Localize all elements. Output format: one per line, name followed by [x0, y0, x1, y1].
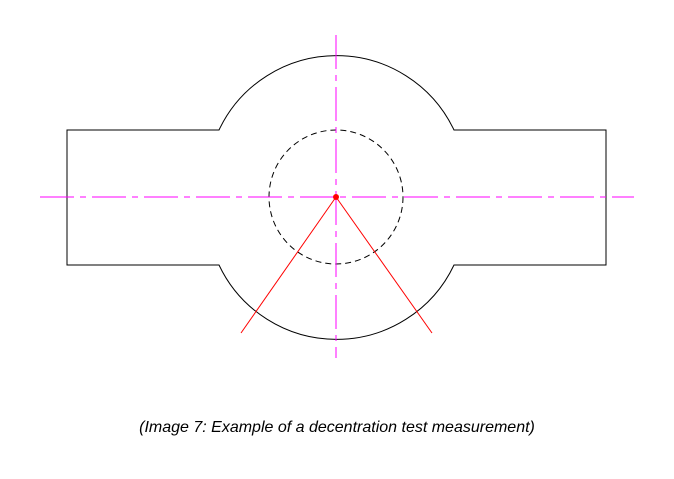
center-point: [333, 194, 339, 200]
figure-caption: (Image 7: Example of a decentration test…: [139, 419, 535, 436]
measurement-ray-right: [335, 196, 433, 334]
workpiece-outline: [66, 55, 607, 340]
measurement-ray-left: [240, 196, 337, 334]
